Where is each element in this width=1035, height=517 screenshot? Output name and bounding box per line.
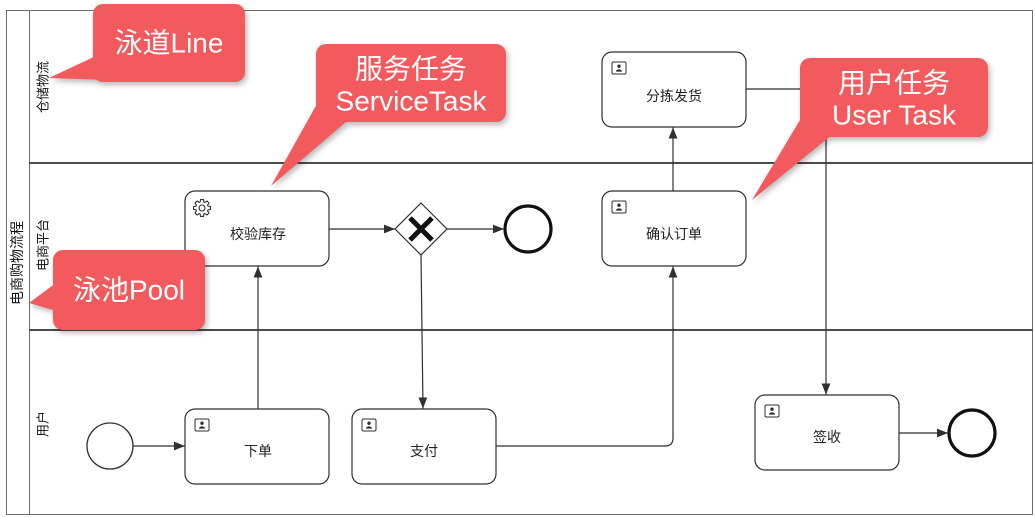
task-label: 确认订单 — [646, 227, 702, 243]
user-task-icon — [764, 404, 780, 418]
exclusive-gateway — [394, 202, 448, 256]
user-task-icon — [611, 200, 627, 214]
task-label: 下单 — [244, 444, 272, 460]
user-icon-head — [367, 421, 371, 425]
user-task-icon — [611, 61, 627, 75]
pool-frame — [6, 10, 1033, 515]
lane-label-user: 用户 — [36, 411, 52, 437]
user-icon-body — [616, 69, 622, 72]
callout-text-line2: User Task — [832, 100, 957, 131]
task-label: 签收 — [813, 429, 841, 446]
user-icon-frame — [611, 61, 627, 75]
callout-lane: 泳道Line — [49, 4, 245, 82]
task-check-inventory: 校验库存 — [184, 190, 330, 267]
task-pay: 支付 — [351, 408, 497, 485]
user-icon-head — [200, 421, 204, 425]
callout-text-line1: 用户任务 — [838, 68, 950, 99]
user-icon-frame — [194, 418, 210, 432]
lane-label-warehouse: 仓储物流 — [37, 61, 52, 113]
user-icon-head — [617, 203, 621, 207]
flow-gateway-to-pay — [418, 254, 428, 409]
lane-label-platform: 电商平台 — [37, 219, 52, 271]
exclusive-gateway-x-icon — [408, 216, 434, 242]
lanes: 仓储物流 电商平台 用户 — [29, 61, 1033, 437]
task-sort-and-ship: 分拣发货 — [601, 51, 747, 128]
callout-box — [316, 44, 506, 122]
callout-text-line2: ServiceTask — [336, 86, 488, 117]
callout-text: 泳道Line — [115, 28, 224, 59]
callout-service-task: 服务任务 ServiceTask — [271, 44, 506, 186]
user-icon-head — [770, 407, 774, 411]
user-icon-head — [617, 64, 621, 68]
task-sign-for: 签收 — [754, 394, 900, 471]
task-label: 校验库存 — [230, 226, 286, 243]
callout-text: 泳池Pool — [73, 275, 185, 306]
task-box — [601, 190, 747, 267]
pool-label: 电商购物流程 — [10, 221, 26, 305]
task-label: 分拣发货 — [646, 88, 702, 105]
user-icon-body — [616, 208, 622, 211]
user-icon-body — [366, 426, 372, 429]
callout-box — [93, 4, 245, 82]
task-confirm-order: 确认订单 — [601, 190, 747, 267]
end-event-user — [947, 408, 997, 458]
callout-text-line1: 服务任务 — [355, 54, 467, 85]
gear-hole — [198, 204, 206, 212]
user-task-icon — [361, 418, 377, 432]
gear-icon — [192, 198, 212, 218]
user-icon-frame — [361, 418, 377, 432]
start-event — [86, 422, 134, 470]
task-place-order: 下单 — [184, 408, 330, 485]
callout-pointer — [29, 280, 60, 312]
user-icon-body — [199, 426, 205, 429]
callout-user-task: 用户任务 User Task — [752, 58, 988, 200]
events — [86, 204, 997, 470]
user-icon-body — [769, 412, 775, 415]
pool: 电商购物流程 — [6, 10, 1033, 515]
callouts: 泳道Line 服务任务 ServiceTask 用户任务 User Task 泳… — [29, 4, 988, 330]
user-task-icon — [194, 418, 210, 432]
end-event-platform — [503, 204, 553, 254]
user-icon-frame — [764, 404, 780, 418]
flow-pay-to-confirm-order — [496, 266, 678, 447]
callout-box — [53, 250, 205, 330]
user-icon-frame — [611, 200, 627, 214]
callout-box — [800, 58, 988, 137]
callout-pool: 泳池Pool — [29, 250, 205, 330]
task-label: 支付 — [410, 444, 438, 460]
